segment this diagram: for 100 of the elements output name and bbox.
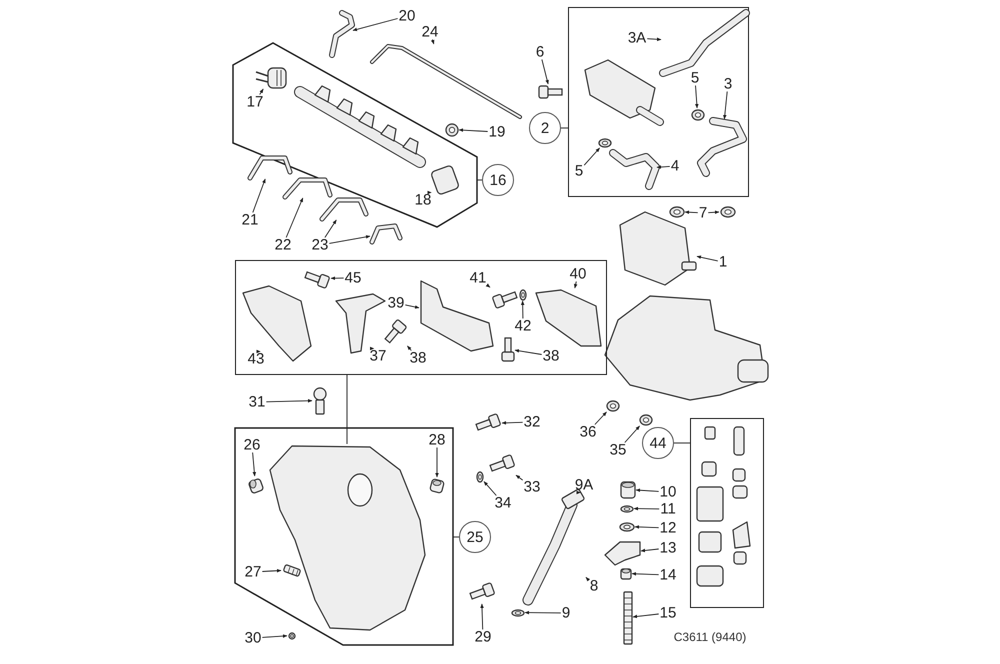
leader-line — [430, 39, 434, 44]
pump-drawing — [618, 210, 697, 286]
callout-number: 19 — [488, 124, 506, 140]
clamp-drawing — [597, 137, 612, 148]
group-frame — [235, 428, 453, 645]
leader-line — [404, 304, 420, 309]
callout-number: 41 — [468, 270, 488, 286]
callout-number: 15 — [658, 606, 678, 620]
leader-line — [458, 128, 488, 132]
pipe-drawing — [330, 11, 353, 56]
leader-line — [252, 452, 256, 476]
callout-number: 20 — [398, 8, 416, 24]
group-frame — [233, 43, 477, 227]
clamp-drawing — [690, 108, 705, 121]
callout-number: 7 — [698, 206, 708, 220]
leader-line — [524, 610, 562, 614]
pipe-drawing — [248, 156, 291, 179]
stud-drawing — [622, 590, 633, 645]
leader-line — [520, 300, 524, 319]
leader-line — [632, 614, 660, 618]
washer-drawing — [475, 470, 484, 483]
bracket-drawing — [241, 284, 312, 362]
callout-number: 11 — [659, 502, 677, 516]
leader-line — [406, 346, 412, 351]
leader-line — [723, 91, 728, 120]
sensor-drawing — [254, 66, 287, 89]
sleeve-drawing — [619, 480, 636, 499]
leader-line — [632, 572, 660, 576]
leader-line — [259, 88, 264, 95]
hose-drawing — [611, 151, 657, 187]
nut-drawing — [444, 122, 459, 137]
nut-drawing — [638, 413, 653, 426]
leader-line — [640, 548, 660, 552]
callout-number: 38 — [408, 350, 428, 366]
callout-number: 24 — [420, 24, 440, 40]
leader-line — [586, 576, 590, 582]
seal-ring-drawing — [605, 399, 620, 412]
callout-number: 5 — [574, 164, 584, 178]
callout-number: 39 — [386, 296, 406, 310]
seal-drawing — [510, 608, 525, 617]
callout-number: 36 — [578, 424, 598, 440]
leader-line — [428, 190, 432, 194]
callout-number: 17 — [246, 94, 264, 110]
hose-drawing — [699, 119, 744, 174]
leader-line — [484, 481, 497, 496]
leader-line — [696, 256, 718, 262]
callout-number: 18 — [414, 192, 432, 208]
leader-line — [324, 220, 337, 238]
leader-line — [480, 604, 484, 630]
group-frame — [235, 260, 607, 375]
leader-line — [370, 346, 374, 350]
leader-line — [634, 506, 660, 510]
callout-number: 1 — [718, 254, 728, 270]
callout-number: 38 — [542, 348, 560, 364]
leader-line — [634, 525, 660, 529]
connector-line — [674, 442, 690, 444]
callout-number: 35 — [608, 442, 628, 458]
leader-line — [584, 148, 600, 166]
callout-number: 32 — [522, 414, 542, 430]
drawing-number: C3611 (9440) — [674, 630, 746, 644]
washer-drawing — [619, 504, 634, 513]
leader-line — [574, 281, 578, 288]
leader-line — [516, 474, 524, 481]
leader-line — [594, 412, 607, 425]
bolt-drawing — [500, 336, 515, 362]
callout-number: 42 — [514, 318, 532, 334]
group-frame — [568, 7, 749, 197]
callout-number: 5 — [690, 70, 700, 86]
callout-number: 31 — [248, 394, 266, 410]
callout-number: 43 — [246, 352, 266, 366]
callout-number: 13 — [658, 540, 678, 556]
callout-number: 10 — [658, 484, 678, 500]
callout-number: 3 — [722, 76, 734, 92]
return-line-drawing — [370, 44, 521, 118]
leader-line — [486, 283, 490, 288]
washer-drawing — [618, 521, 635, 532]
callout-number: 26 — [242, 438, 262, 452]
leader-line — [624, 426, 640, 443]
clamp-drawing — [719, 205, 736, 218]
nut-drawing — [287, 631, 296, 640]
pipe-drawing — [283, 178, 331, 198]
leader-line — [262, 568, 282, 573]
pipe-drawing — [320, 198, 367, 220]
leader-line — [656, 165, 670, 169]
pipe-drawing — [370, 224, 401, 243]
callout-number: 30 — [244, 630, 262, 646]
callout-number: 37 — [368, 348, 388, 364]
callout-circle: 2 — [529, 112, 561, 144]
callout-number: 9A — [574, 478, 594, 492]
leader-line — [541, 59, 549, 84]
leader-line — [708, 210, 720, 214]
leader-line — [286, 198, 304, 238]
callout-number: 4 — [670, 158, 680, 174]
callout-number: 40 — [568, 266, 588, 282]
leader-line — [684, 210, 698, 214]
callout-circle: 16 — [482, 164, 514, 196]
leader-line — [262, 634, 288, 638]
callout-number: 14 — [658, 568, 678, 582]
connector-line — [452, 536, 460, 538]
callout-number: 6 — [534, 44, 546, 60]
